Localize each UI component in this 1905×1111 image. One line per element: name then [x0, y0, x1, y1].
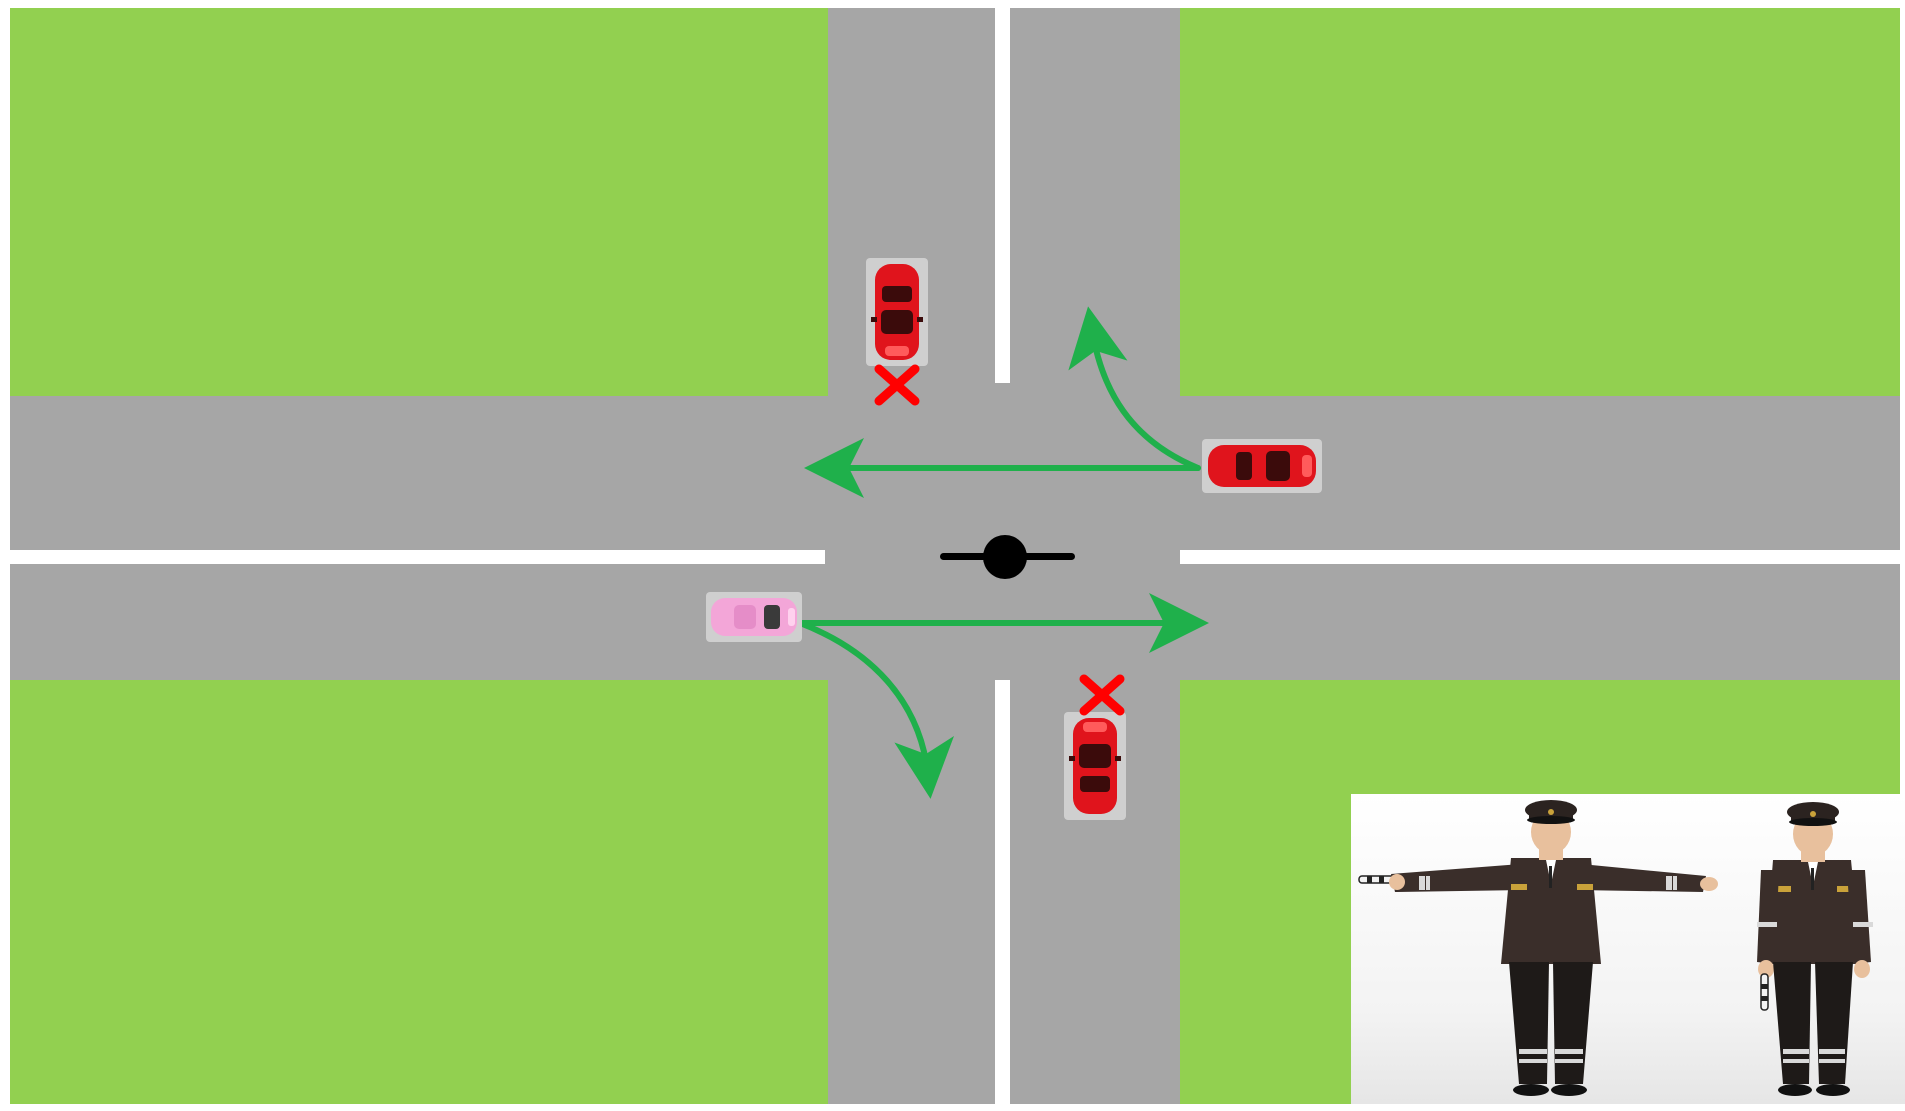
road-horizontal	[10, 396, 1900, 680]
grass-top-right	[1180, 8, 1900, 396]
car-south-approach	[1064, 712, 1126, 820]
grass-top-left	[10, 8, 828, 396]
officer-arms-extended-icon	[1359, 800, 1718, 1096]
grass-bottom-left	[10, 680, 828, 1104]
car-east-approach	[1202, 439, 1322, 493]
officer-gestures-inset	[1351, 794, 1905, 1104]
pink-car-west-approach	[706, 592, 802, 642]
lane-marking-west	[10, 550, 825, 564]
lane-marking-north	[995, 8, 1010, 383]
lane-marking-east	[1180, 550, 1900, 564]
lane-marking-south	[995, 680, 1010, 1104]
officer-arms-down-icon	[1757, 802, 1873, 1096]
car-north-approach	[866, 258, 928, 366]
